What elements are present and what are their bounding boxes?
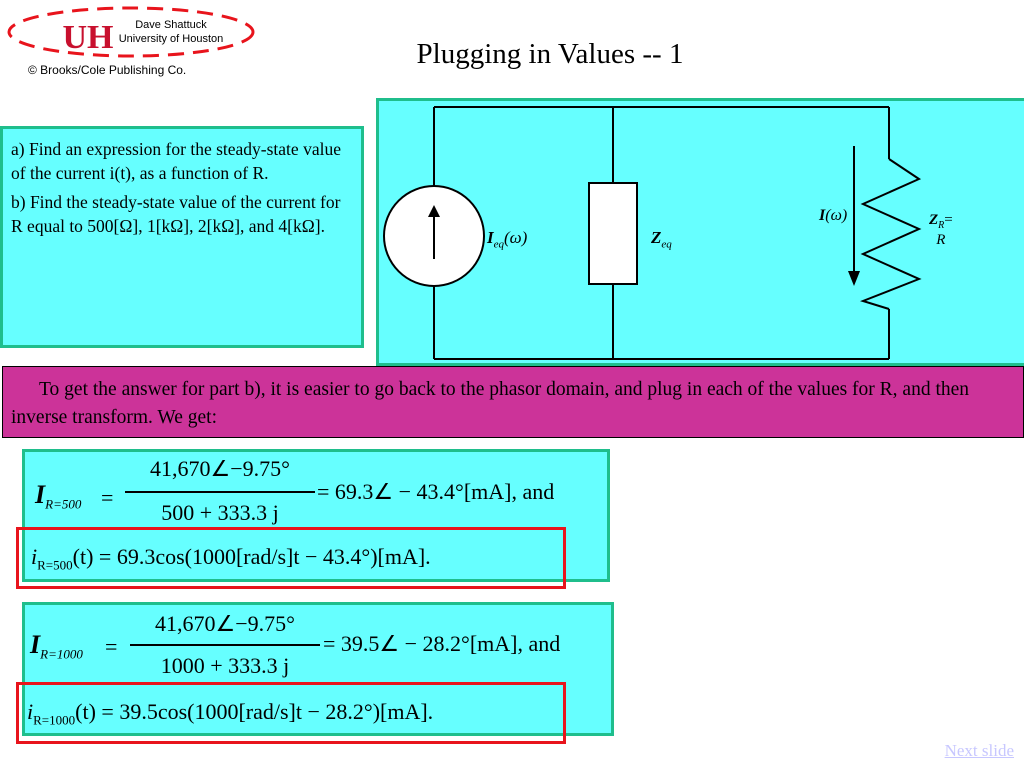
- phasor-lhs-1000: IR=1000: [30, 630, 83, 662]
- circuit-schematic: [383, 106, 922, 360]
- denominator-500: 500 + 333.3 j: [161, 500, 279, 525]
- resistor-icon: [859, 158, 922, 310]
- denominator-1000: 1000 + 333.3 j: [160, 653, 290, 678]
- current-source-icon: [383, 185, 485, 287]
- equals-sign: =: [105, 634, 118, 659]
- equation-block-500: IR=500 = 41,670∠−9.75° 500 + 333.3 j = 6…: [22, 449, 610, 582]
- time-domain-1000: iR=1000(t) = 39.5cos(1000[rad/s]t − 28.2…: [27, 699, 434, 728]
- problem-part-b: b) Find the steady-state value of the cu…: [11, 192, 341, 236]
- impedance-label: Zeq: [651, 228, 672, 251]
- university-name: University of Houston: [118, 33, 224, 45]
- circuit-diagram: Ieq(ω) Zeq I(ω) ZR= R: [376, 98, 1024, 366]
- highlight-time-1000: iR=1000(t) = 39.5cos(1000[rad/s]t − 28.2…: [16, 682, 566, 744]
- explanation-banner: To get the answer for part b), it is eas…: [2, 366, 1024, 438]
- phasor-result-500: = 69.3∠ − 43.4°[mA], and: [317, 479, 555, 504]
- phasor-lhs-500: IR=500: [35, 480, 82, 512]
- equation-block-1000: IR=1000 = 41,670∠−9.75° 1000 + 333.3 j =…: [22, 602, 614, 736]
- numerator-500: 41,670∠−9.75°: [150, 456, 290, 481]
- highlight-time-500: iR=500(t) = 69.3cos(1000[rad/s]t − 43.4°…: [16, 527, 566, 589]
- fraction-bar: [130, 644, 320, 646]
- uh-logo: UH Dave Shattuck University of Houston: [6, 4, 256, 60]
- problem-part-a: a) Find an expression for the steady-sta…: [11, 139, 341, 183]
- copyright: © Brooks/Cole Publishing Co.: [28, 63, 187, 77]
- numerator-1000: 41,670∠−9.75°: [155, 611, 295, 636]
- logo-letters: UH: [63, 19, 114, 56]
- equals-sign: =: [101, 485, 114, 510]
- phasor-result-1000: = 39.5∠ − 28.2°[mA], and: [323, 631, 561, 656]
- impedance-box-icon: [588, 182, 638, 285]
- author-name: Dave Shattuck: [135, 19, 207, 31]
- logo-oval-icon: UH: [7, 6, 255, 58]
- next-slide-link[interactable]: Next slide: [944, 741, 1014, 760]
- fraction-bar: [125, 491, 315, 493]
- current-label: I(ω): [819, 207, 848, 224]
- source-label: Ieq(ω): [487, 228, 528, 251]
- resistor-label: ZR= R: [929, 212, 953, 248]
- slide-title: Plugging in Values -- 1: [416, 38, 684, 70]
- problem-statement: a) Find an expression for the steady-sta…: [0, 126, 364, 348]
- time-domain-500: iR=500(t) = 69.3cos(1000[rad/s]t − 43.4°…: [31, 544, 431, 573]
- current-arrow-icon: [848, 146, 860, 286]
